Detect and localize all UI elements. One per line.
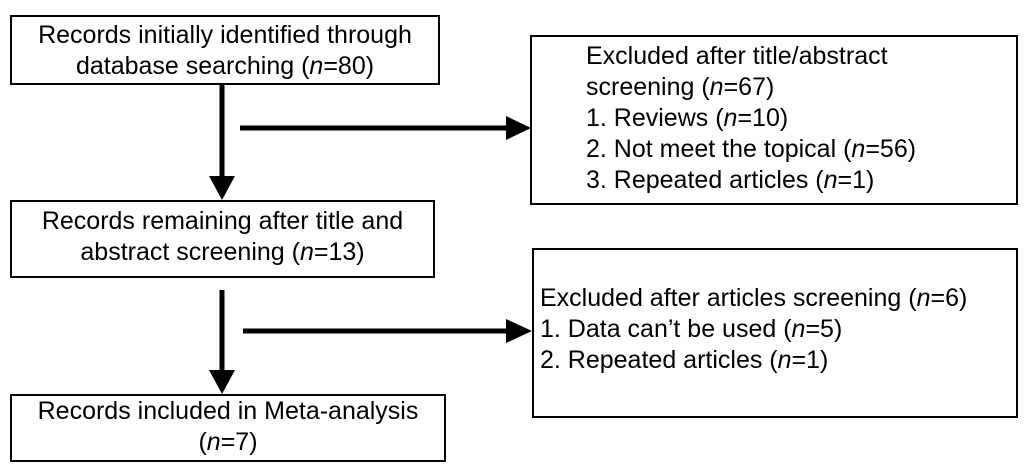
excluded-articles-item: 1. Data can’t be used (n=5) (540, 315, 843, 343)
arrow-down-1-head (209, 176, 235, 200)
remaining-line-2: abstract screening (n=13) (80, 238, 365, 266)
identified-line-1: Records initially identified through (38, 21, 412, 49)
excluded-screening-line-1: Excluded after title/abstract (586, 42, 888, 70)
remaining-line-1: Records remaining after title and (41, 207, 404, 235)
arrow-right-1-head (506, 116, 531, 140)
remaining-records-box: Records remaining after title and abstra… (10, 200, 435, 278)
excluded-articles-line-1: Excluded after articles screening (n=6) (540, 284, 968, 312)
excluded-screening-line-2: screening (n=67) (586, 73, 775, 101)
excluded-screening-item: 2. Not meet the topical (n=56) (586, 135, 917, 163)
excluded-articles-item: 2. Repeated articles (n=1) (540, 346, 829, 374)
arrow-down-2-head (209, 370, 235, 394)
arrow-right-2-head (506, 319, 532, 343)
excluded-articles-box: Excluded after articles screening (n=6) … (532, 248, 1018, 418)
excluded-screening-box: Excluded after title/abstract screening … (530, 35, 1018, 205)
excluded-screening-item: 1. Reviews (n=10) (586, 104, 789, 132)
excluded-screening-item: 3. Repeated articles (n=1) (586, 166, 875, 194)
included-records-box: Records included in Meta-analysis (n=7) (10, 394, 446, 462)
included-line-2: (n=7) (198, 428, 258, 456)
identified-line-2: database searching (n=80) (75, 52, 375, 80)
identified-records-box: Records initially identified through dat… (10, 15, 440, 85)
included-line-1: Records included in Meta-analysis (37, 397, 419, 425)
